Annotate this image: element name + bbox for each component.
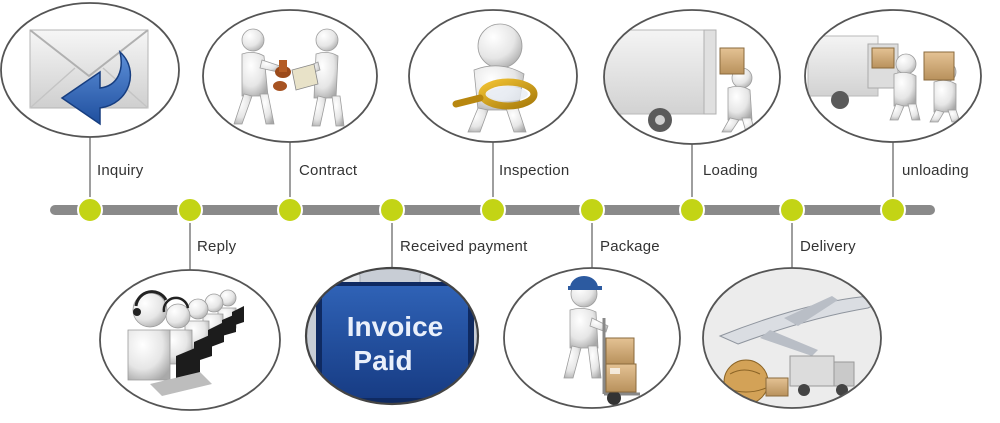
- timeline-node-contract: [277, 197, 303, 223]
- airplane-truck-globe-image: [702, 267, 882, 409]
- invoice-key-line1: Invoice: [347, 311, 443, 342]
- contract-stamping-figures-image: [202, 9, 378, 143]
- step-label-unloading: unloading: [902, 162, 969, 179]
- step-label-delivery: Delivery: [800, 238, 856, 255]
- invoice-key-line2: Paid: [353, 345, 412, 376]
- timeline-nodes: [77, 197, 906, 223]
- call-center-operators-image: [99, 269, 281, 411]
- timeline-node-reply: [177, 197, 203, 223]
- timeline-node-loading: [679, 197, 705, 223]
- step-label-loading: Loading: [703, 162, 758, 179]
- step-label-package: Package: [600, 238, 660, 255]
- timeline-node-received-payment: [379, 197, 405, 223]
- timeline-node-inspection: [480, 197, 506, 223]
- timeline-node-delivery: [779, 197, 805, 223]
- timeline-node-package: [579, 197, 605, 223]
- step-label-reply: Reply: [197, 238, 237, 255]
- hand-truck-boxes-figure-image: [503, 267, 681, 409]
- magnifying-glass-figure-image: [408, 9, 578, 143]
- step-label-contract: Contract: [299, 162, 358, 179]
- truck-loading-figure-image: [603, 9, 781, 145]
- truck-unloading-figure-image: [804, 9, 982, 143]
- timeline-node-inquiry: [77, 197, 103, 223]
- invoice-paid-key-image: Invoice Paid: [304, 266, 480, 406]
- envelope-reply-icon: [0, 2, 180, 138]
- timeline-node-unloading: [880, 197, 906, 223]
- step-label-inspection: Inspection: [499, 162, 570, 179]
- step-label-received-payment: Received payment: [400, 238, 528, 255]
- step-label-inquiry: Inquiry: [97, 162, 144, 179]
